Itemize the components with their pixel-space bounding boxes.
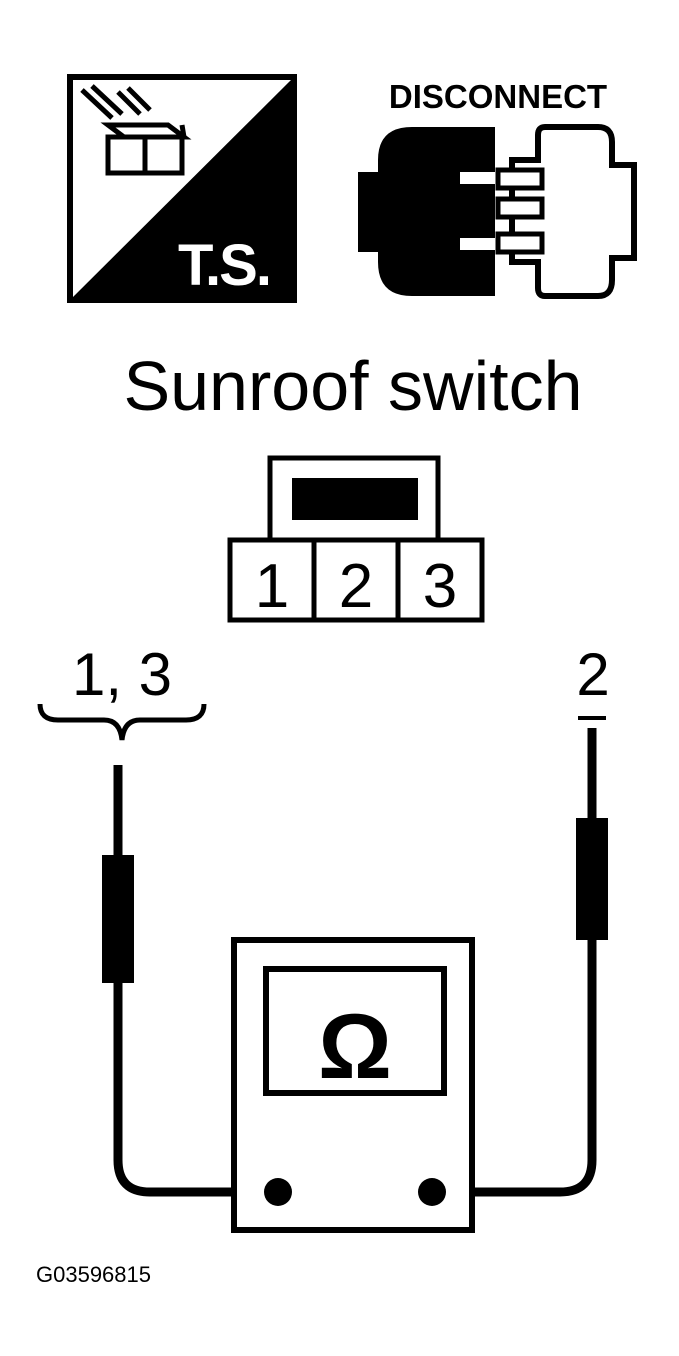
grouping-brace [37,703,207,741]
pin-label: 3 [423,552,457,621]
right-test-probe [440,728,608,1197]
left-probe-label: 1, 3 [72,641,172,708]
component-title: Sunroof switch [123,347,582,425]
right-probe-label: 2 [576,641,609,708]
connector-male-icon [495,124,637,299]
pin-label: 1 [255,552,289,621]
ohmmeter: Ω [231,937,475,1233]
connector-sketch-icon [80,84,192,176]
meter-terminal-left [264,1178,292,1206]
pin-label: 2 [339,552,373,621]
connector-female-icon [358,127,495,296]
left-test-probe [102,765,270,1197]
ts-label: T.S. [178,233,270,298]
meter-terminal-right [418,1178,446,1206]
figure-id: G03596815 [36,1262,151,1287]
troubleshooting-icon: T.S. [67,74,297,303]
connector-face: 1 2 3 [227,455,485,623]
disconnect-label: DISCONNECT [389,78,607,115]
ohm-symbol: Ω [318,996,392,1098]
disconnect-icon: DISCONNECT [358,78,637,299]
